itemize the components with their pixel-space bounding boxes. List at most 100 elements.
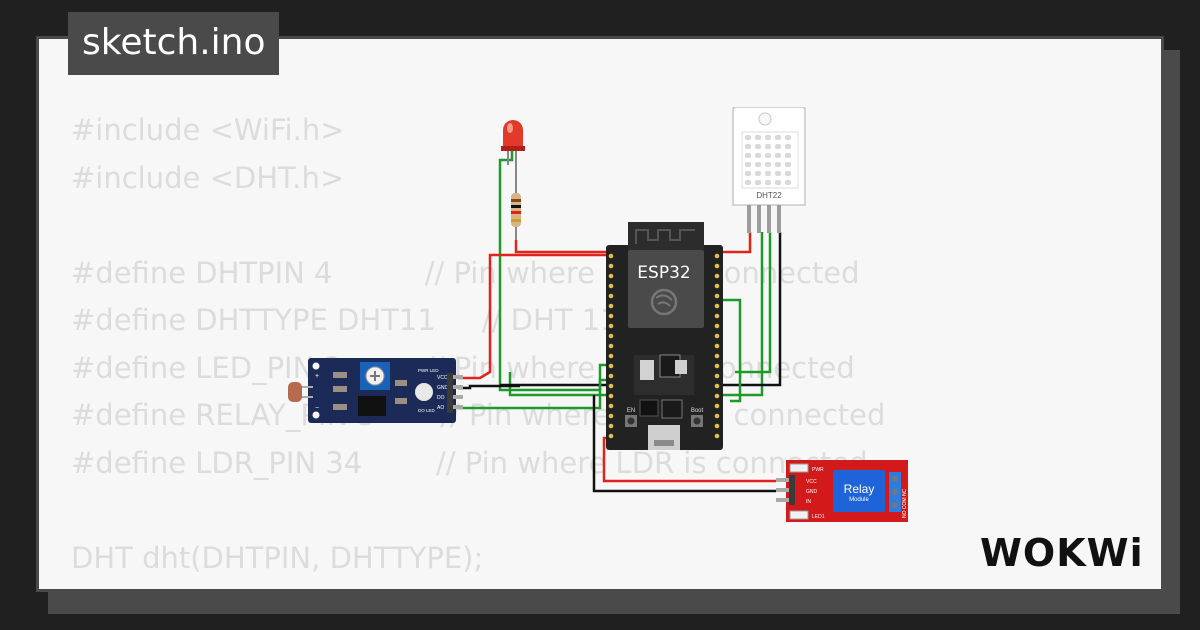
dht-vent-slot	[755, 135, 761, 140]
dht-vent-slot	[775, 180, 781, 185]
wokwi-logo[interactable]: WOKWi	[978, 528, 1150, 574]
dht-label: DHT22	[756, 191, 782, 200]
esp32-pin[interactable]	[608, 393, 614, 399]
esp32-pin[interactable]	[714, 353, 720, 359]
dht-vent-slot	[765, 135, 771, 140]
esp32-pin[interactable]	[714, 393, 720, 399]
dht-vent-slot	[745, 180, 751, 185]
esp32-pin[interactable]	[714, 253, 720, 259]
relay-pwr-label: PWR	[812, 467, 824, 473]
esp32-pin[interactable]	[714, 323, 720, 329]
wire-led-signal	[498, 150, 615, 392]
esp32-pin[interactable]	[714, 413, 720, 419]
relay-block	[833, 470, 885, 512]
svg-text:+: +	[315, 373, 319, 380]
dht-vent-slot	[745, 153, 751, 158]
relay-pin-gnd: GND	[806, 489, 818, 495]
esp32-pin[interactable]	[608, 343, 614, 349]
dht-vent-slot	[765, 180, 771, 185]
relay-terminal-labels: NO COM NC	[902, 488, 908, 518]
svg-text:−: −	[315, 405, 319, 412]
relay-module[interactable]: PWR LED1 VCC GND IN Relay Module NO COM …	[776, 460, 908, 522]
esp32-pin[interactable]	[608, 383, 614, 389]
boot-label: Boot	[691, 408, 704, 414]
dht-vent-slot	[765, 171, 771, 176]
dht-vent-slot	[765, 153, 771, 158]
esp32-pin[interactable]	[608, 413, 614, 419]
dht-vent-slot	[785, 162, 791, 167]
relay-subtitle: Module	[849, 497, 869, 503]
esp32-pin[interactable]	[608, 433, 614, 439]
dht-vent-slot	[765, 162, 771, 167]
esp32-pin[interactable]	[608, 363, 614, 369]
ldr-pin-gnd: GND	[437, 385, 449, 391]
esp32-pin[interactable]	[608, 313, 614, 319]
project-preview-card: #include <WiFi.h>#include <DHT.h>#define…	[36, 36, 1164, 592]
esp32-board[interactable]: ESP32 EN Boot	[606, 222, 723, 450]
esp32-pin[interactable]	[608, 293, 614, 299]
dht-vent-slot	[765, 144, 771, 149]
code-line: #include <DHT.h>	[71, 160, 345, 195]
ldr-pin-do: DO	[437, 395, 445, 401]
wire-ldr-gnd	[458, 384, 520, 390]
esp32-pin[interactable]	[608, 373, 614, 379]
dht-vent-slot	[775, 135, 781, 140]
ldr-pwr-led-label: PWR LED	[418, 368, 439, 373]
esp32-pin[interactable]	[714, 363, 720, 369]
esp32-pin[interactable]	[714, 273, 720, 279]
dht-vent-slot	[775, 162, 781, 167]
relay-pin-vcc: VCC	[806, 479, 817, 485]
wire-led-ground	[514, 240, 607, 254]
ldr-pin-vcc: VCC	[437, 375, 448, 381]
esp32-pin[interactable]	[714, 333, 720, 339]
photoresistor	[288, 382, 302, 402]
esp32-pin[interactable]	[714, 343, 720, 349]
esp32-pin[interactable]	[608, 323, 614, 329]
dht22-sensor[interactable]: DHT22	[732, 107, 806, 233]
en-label: EN	[627, 408, 635, 414]
esp32-pin[interactable]	[714, 423, 720, 429]
filename-tab[interactable]: sketch.ino	[68, 12, 280, 75]
esp32-pin[interactable]	[714, 383, 720, 389]
esp32-pin[interactable]	[714, 433, 720, 439]
dht-vent-slot	[785, 180, 791, 185]
esp32-pin[interactable]	[608, 353, 614, 359]
esp32-pin[interactable]	[714, 313, 720, 319]
ldr-sensor-module[interactable]: + − PWR LED DO LED VCC GND DO AO	[288, 358, 463, 423]
esp32-pin[interactable]	[714, 403, 720, 409]
esp32-pin[interactable]	[714, 293, 720, 299]
esp32-pin[interactable]	[714, 303, 720, 309]
esp32-pin[interactable]	[608, 253, 614, 259]
dht-vent-slot	[775, 153, 781, 158]
usb-port	[648, 425, 680, 450]
esp32-pin[interactable]	[714, 373, 720, 379]
dht-vent-slot	[745, 171, 751, 176]
dht-vent-slot	[785, 135, 791, 140]
relay-led1-label: LED1	[812, 514, 825, 520]
esp32-pin[interactable]	[608, 273, 614, 279]
dht-vent-slot	[775, 144, 781, 149]
dht-vent-slot	[745, 162, 751, 167]
resistor[interactable]	[511, 185, 521, 240]
esp32-pin[interactable]	[714, 263, 720, 269]
dht-vent-slot	[785, 171, 791, 176]
ldr-pin-ao: AO	[437, 405, 444, 411]
wire-dht-vcc	[720, 232, 752, 254]
code-line: DHT dht(DHTPIN, DHTTYPE);	[71, 540, 484, 575]
esp32-label: ESP32	[637, 263, 690, 283]
esp32-pin[interactable]	[608, 423, 614, 429]
dht-vent-slot	[755, 144, 761, 149]
esp32-pin[interactable]	[608, 263, 614, 269]
esp32-pin[interactable]	[608, 303, 614, 309]
esp32-pin[interactable]	[608, 283, 614, 289]
dht-vent-grid	[745, 135, 791, 185]
ldr-do-led-label: DO LED	[418, 408, 436, 413]
relay-pin-in: IN	[806, 499, 811, 505]
espressif-logo-icon	[650, 288, 678, 316]
esp32-pin[interactable]	[714, 283, 720, 289]
esp32-pin[interactable]	[608, 403, 614, 409]
esp32-pin[interactable]	[608, 333, 614, 339]
dht-vent-slot	[745, 144, 751, 149]
relay-title: Relay	[844, 482, 875, 496]
